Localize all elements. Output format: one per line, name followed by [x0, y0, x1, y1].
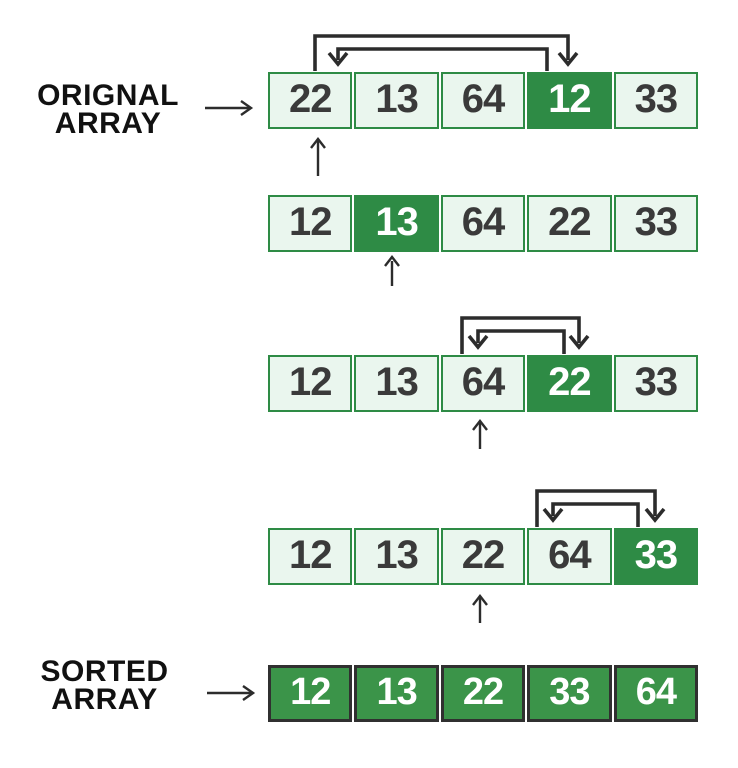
right-arrow-icon-sorted [207, 685, 256, 701]
pointer-arrow-step-1 [310, 137, 326, 176]
array-cell: 12 [268, 528, 353, 585]
array-row-step-3: 12 13 64 22 33 [268, 355, 699, 412]
sorted-array-cell: 13 [354, 665, 439, 722]
array-cell: 22 [440, 528, 526, 585]
pointer-arrow-step-2 [384, 255, 400, 286]
array-cell: 22 [268, 72, 353, 129]
array-row-step-4: 12 13 22 64 33 [268, 528, 699, 585]
sorted-array-cell: 33 [527, 665, 612, 722]
array-cell: 12 [268, 355, 353, 412]
sorted-array-cell: 12 [268, 665, 353, 722]
array-cell: 33 [613, 72, 699, 129]
array-cell: 22 [527, 195, 612, 252]
sorted-array-cell: 22 [440, 665, 526, 722]
array-row-step-1: 22 13 64 12 33 [268, 72, 699, 129]
original-array-label: ORIGNAL ARRAY [12, 79, 204, 140]
array-cell-highlighted: 12 [527, 72, 612, 129]
right-arrow-icon-original [205, 100, 254, 116]
sorted-array-label: SORTED ARRAY [12, 655, 197, 716]
array-cell: 33 [613, 355, 699, 412]
sorted-array-cell: 64 [613, 665, 699, 722]
array-cell-highlighted: 13 [354, 195, 439, 252]
array-cell: 13 [354, 528, 439, 585]
swap-arrows-step-4 [535, 489, 666, 527]
original-array-label-line1: ORIGNAL [37, 79, 179, 112]
array-row-sorted: 12 13 22 33 64 [268, 665, 699, 722]
array-cell: 13 [354, 355, 439, 412]
array-cell: 64 [527, 528, 612, 585]
array-cell: 64 [440, 195, 526, 252]
swap-arrows-step-3 [460, 316, 590, 354]
array-cell: 33 [613, 195, 699, 252]
pointer-arrow-step-4 [472, 594, 488, 623]
array-cell: 12 [268, 195, 353, 252]
original-array-label-line2: ARRAY [54, 107, 162, 140]
array-cell: 64 [440, 72, 526, 129]
array-row-step-2: 12 13 64 22 33 [268, 195, 699, 252]
array-cell: 64 [440, 355, 526, 412]
sorted-array-label-line1: SORTED [40, 655, 169, 688]
swap-arrows-step-1 [313, 34, 579, 71]
sorted-array-label-line2: ARRAY [51, 683, 158, 716]
array-cell-highlighted: 22 [527, 355, 612, 412]
pointer-arrow-step-3 [472, 419, 488, 449]
array-cell: 13 [354, 72, 439, 129]
array-cell-highlighted: 33 [613, 528, 699, 585]
